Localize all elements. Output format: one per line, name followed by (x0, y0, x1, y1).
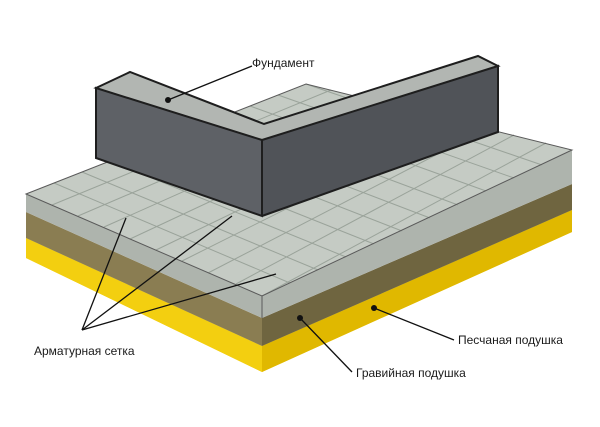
foundation-left-face (96, 88, 262, 216)
label-foundation: Фундамент (252, 56, 315, 70)
callout-gravel-cushion: Гравийная подушка (297, 315, 466, 380)
gravel-cushion-left (26, 212, 262, 346)
label-sand-cushion: Песчаная подушка (458, 333, 563, 347)
slab-front-face (262, 150, 572, 318)
callout-foundation: Фундамент (165, 56, 315, 103)
gravel-cushion-layer (26, 184, 572, 346)
label-rebar-mesh: Арматурная сетка (34, 344, 135, 358)
foundation-beam (93, 54, 501, 218)
slab-left-face (26, 194, 262, 318)
callout-rebar-mesh: Арматурная сетка (34, 215, 277, 358)
sand-cushion-layer (26, 210, 572, 372)
gravel-cushion-front (262, 184, 572, 346)
sand-cushion-front (262, 210, 572, 372)
foundation-right-face (262, 66, 498, 216)
callout-sand-cushion: Песчаная подушка (371, 305, 563, 347)
label-gravel-cushion: Гравийная подушка (356, 366, 466, 380)
sand-cushion-left (26, 238, 262, 372)
